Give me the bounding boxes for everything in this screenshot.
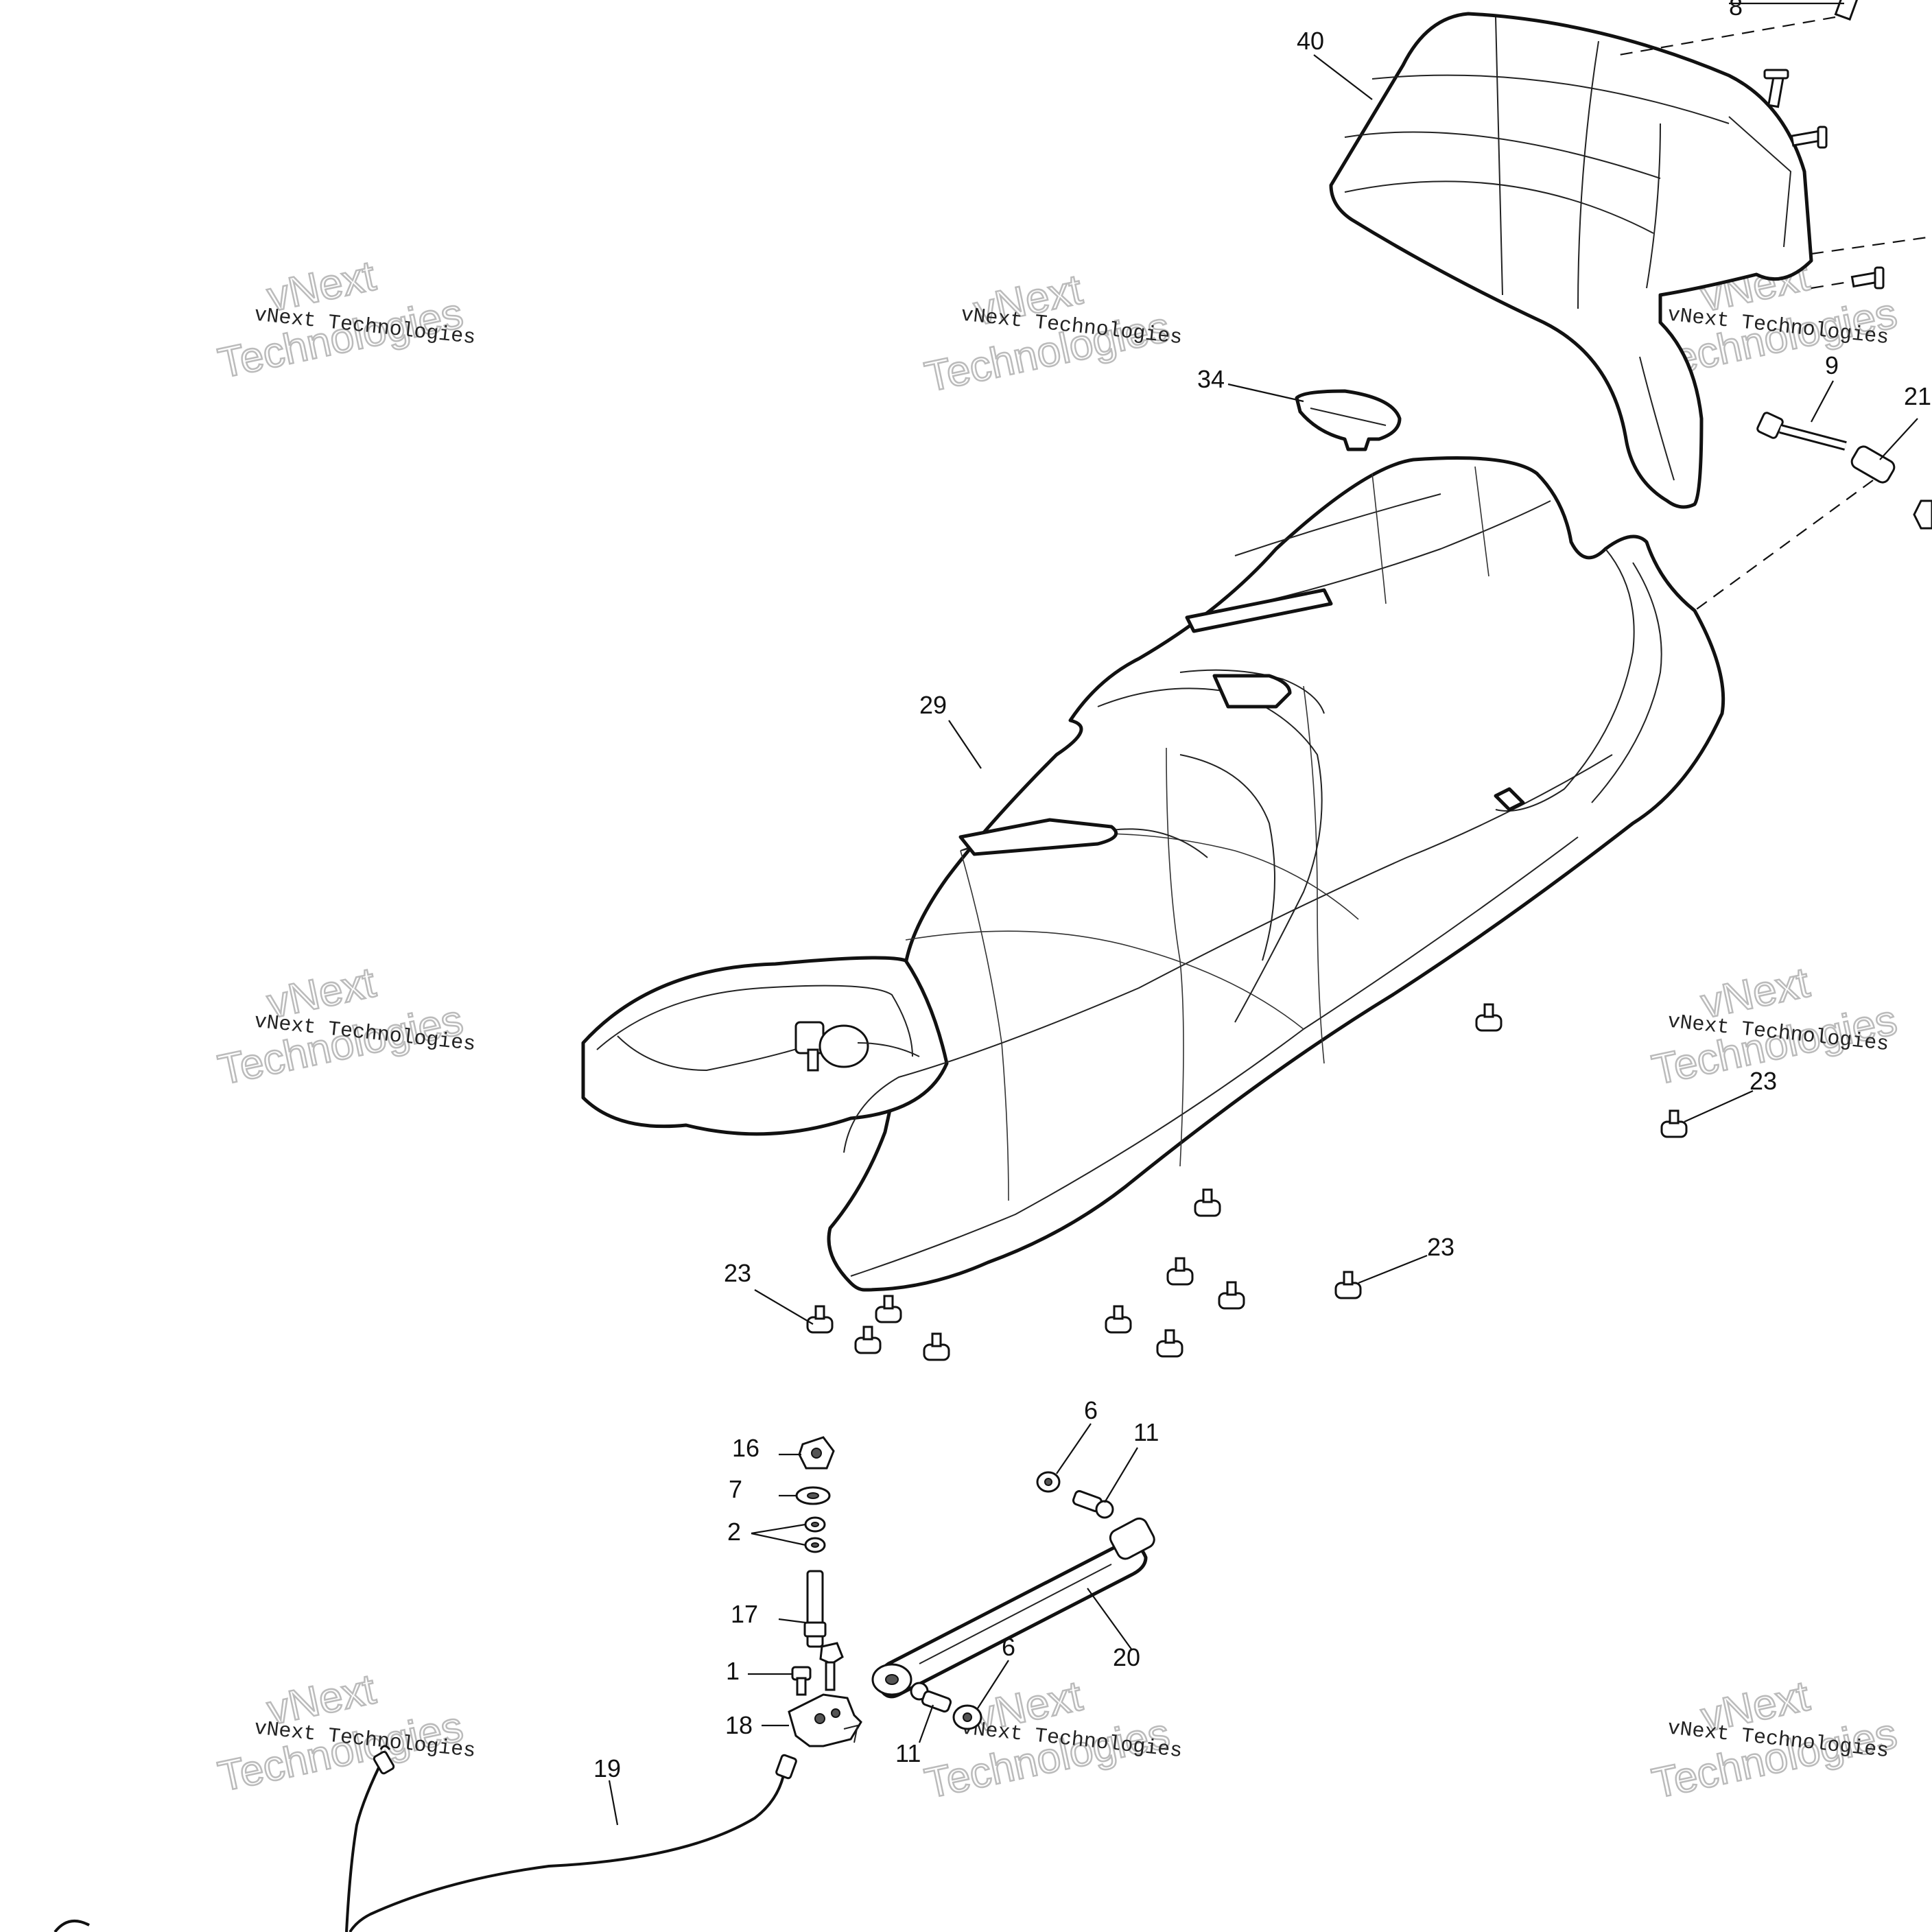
callout-6: 6 — [1084, 1396, 1098, 1424]
bumper-icon[interactable] — [1218, 1281, 1245, 1310]
leader-lines — [608, 2, 1932, 1826]
bumper-icon[interactable] — [1334, 1271, 1362, 1299]
callout-29: 29 — [919, 691, 947, 719]
callout-8: 8 — [1729, 0, 1743, 21]
bumper-icon[interactable] — [806, 1305, 834, 1334]
callout-11: 11 — [1133, 1418, 1159, 1446]
spacer-icon[interactable] — [1850, 444, 1897, 484]
nut-icon[interactable] — [952, 1704, 982, 1730]
washer-icon[interactable] — [804, 1537, 826, 1553]
callout-17: 17 — [731, 1600, 758, 1628]
nut-icon[interactable] — [1036, 1471, 1061, 1493]
callout-18: 18 — [725, 1711, 753, 1739]
callout-23: 23 — [1427, 1233, 1454, 1261]
ball-stud-icon[interactable] — [910, 1682, 952, 1713]
callout-20: 20 — [1113, 1643, 1140, 1671]
screw-icon[interactable] — [819, 1642, 844, 1691]
callout-1: 1 — [726, 1657, 740, 1685]
gas-strut-icon[interactable] — [871, 1516, 1157, 1699]
latch-plate-icon[interactable] — [788, 1693, 862, 1747]
callout-34: 34 — [1197, 365, 1225, 393]
callout-19: 19 — [593, 1754, 621, 1782]
screw-icon[interactable] — [791, 1666, 812, 1696]
bumper-icon[interactable] — [1166, 1257, 1194, 1286]
bumper-icon[interactable] — [1194, 1188, 1221, 1217]
bolt-icon[interactable] — [1756, 412, 1847, 451]
callout-2: 2 — [727, 1518, 741, 1546]
backrest-icon[interactable] — [1329, 12, 1813, 509]
seat-latch-mount — [794, 1021, 920, 1072]
latch-icon[interactable] — [788, 1436, 862, 1747]
callout-16: 16 — [732, 1434, 759, 1462]
callout-23: 23 — [724, 1259, 751, 1287]
cable-icon[interactable] — [54, 1745, 797, 1932]
cap-icon[interactable] — [1295, 389, 1402, 451]
bumper-icon[interactable] — [1660, 1109, 1688, 1138]
backrest-fasteners[interactable] — [1756, 0, 1932, 530]
bumper-icon[interactable] — [875, 1295, 902, 1323]
callout-9: 9 — [1825, 351, 1839, 379]
screw-icon[interactable] — [1763, 69, 1789, 108]
bumper-icon[interactable] — [1105, 1305, 1132, 1334]
bumper-icon[interactable] — [1475, 1003, 1503, 1032]
washer-icon[interactable] — [795, 1486, 831, 1505]
callout-11: 11 — [895, 1739, 921, 1767]
callouts: 40 8 34 9 21 29 23 23 23 16 7 2 17 1 18 … — [593, 0, 1931, 1782]
callout-40: 40 — [1297, 27, 1324, 55]
ball-stud-icon[interactable] — [1072, 1489, 1114, 1519]
bumper-icon[interactable] — [854, 1326, 882, 1354]
callout-6: 6 — [1002, 1633, 1015, 1661]
bumper-icon[interactable] — [923, 1332, 950, 1361]
screw-icon[interactable] — [1790, 126, 1828, 149]
callout-7: 7 — [729, 1475, 742, 1503]
nut-icon[interactable] — [1913, 499, 1932, 530]
washer-icon[interactable] — [804, 1516, 826, 1533]
callout-21: 21 — [1904, 382, 1931, 410]
stud-icon[interactable] — [803, 1570, 827, 1648]
nut-icon[interactable] — [798, 1436, 835, 1470]
screw-icon[interactable] — [1850, 266, 1885, 290]
bumpers[interactable] — [806, 1003, 1688, 1361]
callout-23: 23 — [1750, 1067, 1777, 1095]
seat-icon[interactable] — [581, 456, 1725, 1292]
bumper-icon[interactable] — [1156, 1329, 1183, 1358]
strut-hardware[interactable] — [910, 1471, 1114, 1730]
